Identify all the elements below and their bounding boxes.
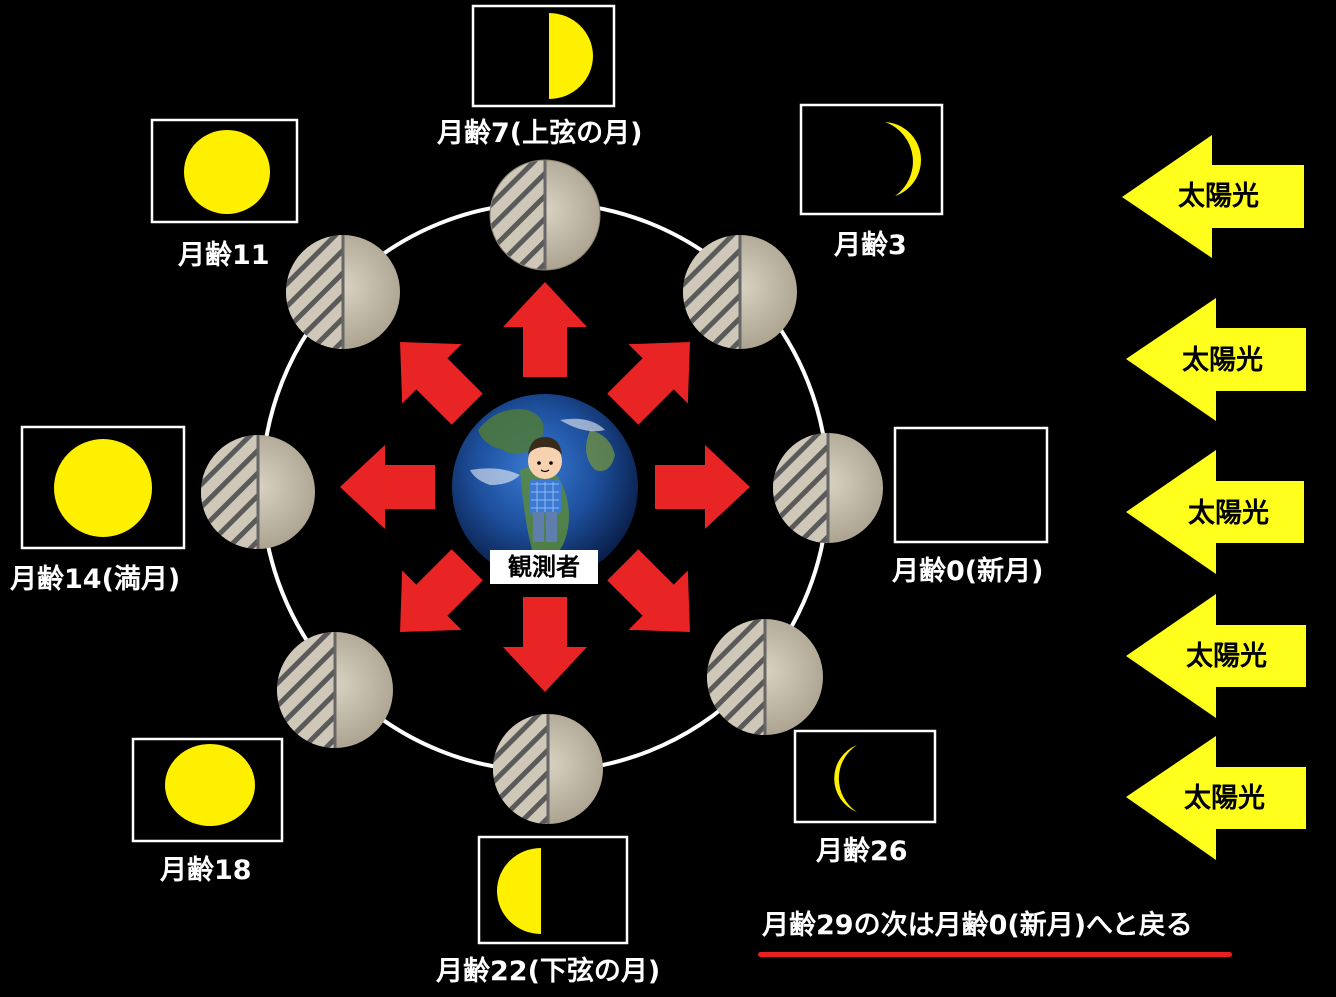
- view-arrow-southwest: [400, 549, 483, 632]
- view-arrow-west: [340, 445, 435, 529]
- phase-label-age-18: 月齢18: [160, 855, 252, 886]
- cycle-note: 月齢29の次は月齢0(新月)へと戻る: [762, 910, 1193, 941]
- sunlight-arrow-1: [1122, 135, 1304, 258]
- moon-age-18: [277, 632, 393, 748]
- moon-age-7: [489, 159, 601, 271]
- moon-age-11: [286, 235, 400, 349]
- appearance-box-age-22: [477, 835, 629, 945]
- phase-label-age-14: 月齢14(満月): [10, 564, 181, 595]
- phase-label-age-22: 月齢22(下弦の月): [436, 956, 661, 987]
- sunlight-arrow-3: [1126, 450, 1304, 574]
- note-underline: [758, 952, 1232, 957]
- sunlight-label-1: 太陽光: [1178, 181, 1259, 212]
- moon-age-0: [773, 433, 883, 543]
- phase-label-age-3: 月齢3: [834, 230, 907, 261]
- appearance-box-age-14: [20, 425, 186, 550]
- moon-age-14: [201, 435, 315, 549]
- view-arrow-east: [655, 445, 750, 529]
- moon-age-3: [683, 235, 797, 349]
- appearance-box-age-7: [471, 4, 616, 108]
- appearance-box-age-18: [131, 737, 284, 843]
- observer-label: 観測者: [490, 550, 598, 584]
- moon-age-22: [493, 714, 603, 824]
- moon-age-26: [707, 619, 823, 735]
- sunlight-arrow-4: [1126, 594, 1306, 718]
- view-arrow-south: [503, 597, 587, 692]
- sunlight-label-5: 太陽光: [1184, 783, 1265, 814]
- phase-label-age-26: 月齢26: [816, 836, 908, 867]
- view-arrow-northeast: [607, 342, 690, 425]
- sunlight-label-3: 太陽光: [1188, 498, 1269, 529]
- appearance-box-age-3: [799, 103, 944, 216]
- sunlight-label-2: 太陽光: [1182, 345, 1263, 376]
- appearance-box-age-11: [150, 118, 299, 224]
- sunlight-arrow-2: [1126, 298, 1306, 421]
- sunlight-arrows: [1122, 135, 1306, 860]
- view-arrows: [340, 282, 750, 692]
- appearance-box-age-0: [893, 426, 1049, 544]
- sunlight-label-4: 太陽光: [1186, 641, 1267, 672]
- phase-label-age-0: 月齢0(新月): [892, 556, 1044, 587]
- view-arrow-southeast: [607, 549, 690, 632]
- phase-label-age-7: 月齢7(上弦の月): [437, 118, 643, 149]
- phase-label-age-11: 月齢11: [178, 240, 270, 271]
- sunlight-arrow-5: [1126, 736, 1306, 860]
- observer-person-icon: [528, 437, 562, 542]
- view-arrow-northwest: [400, 342, 483, 425]
- view-arrow-north: [503, 282, 587, 377]
- appearance-box-age-26: [793, 729, 937, 824]
